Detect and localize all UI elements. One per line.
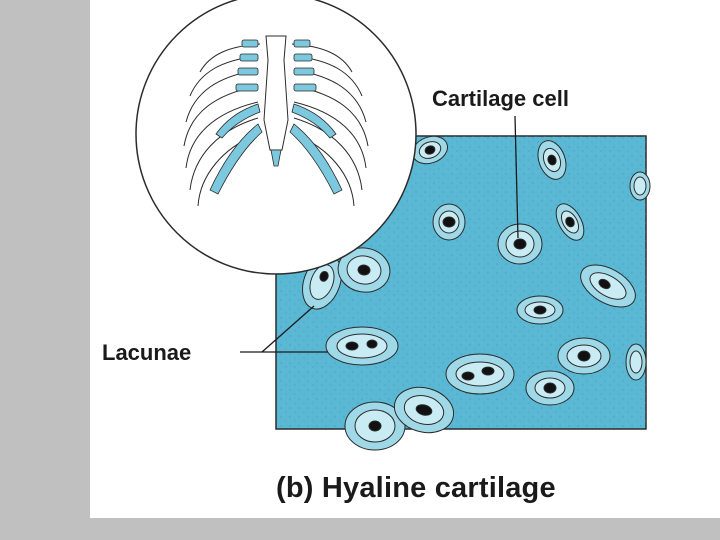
lacuna-12 [445, 353, 515, 395]
lacuna-14 [525, 370, 575, 406]
lacuna-6 [629, 171, 651, 201]
rib-cage-icon [135, 0, 417, 275]
label-lacunae: Lacunae [102, 340, 192, 365]
lacuna-2 [537, 140, 567, 180]
lacuna-10 [516, 295, 564, 325]
lacunae-group [302, 135, 651, 451]
figure-caption: (b) Hyaline cartilage [276, 472, 556, 504]
leader-lacunae-b [261, 305, 315, 353]
lacuna-9 [580, 264, 636, 308]
lacuna-4 [497, 223, 543, 265]
lacuna-8 [337, 247, 391, 293]
lacuna-11 [325, 326, 399, 366]
lacuna-17 [393, 386, 455, 434]
hyaline-cartilage-diagram [135, 0, 651, 451]
lacuna-3 [432, 203, 466, 241]
slide-canvas: Cartilage cell Lacunae (b) Hyaline carti… [90, 0, 720, 518]
leader-cartilage-cell [514, 115, 519, 239]
lacuna-16 [344, 401, 406, 451]
label-cartilage-cell: Cartilage cell [432, 86, 569, 111]
lacuna-13 [557, 337, 611, 375]
lacuna-15 [625, 343, 647, 381]
lacuna-1 [412, 135, 448, 165]
leader-lines [240, 115, 519, 353]
lacuna-5 [555, 203, 585, 241]
